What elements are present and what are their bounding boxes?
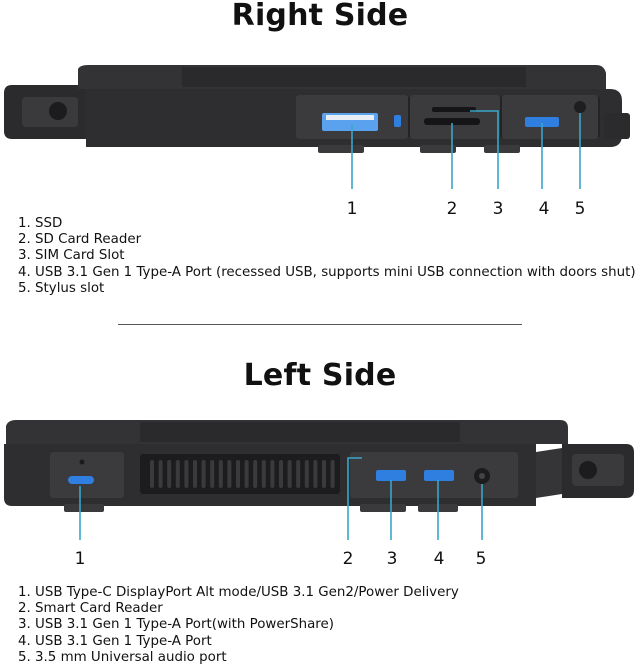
vent-slot [304, 460, 309, 488]
vent-slot [158, 460, 163, 488]
vent-slot [322, 460, 326, 488]
legend-item: 3. SIM Card Slot [18, 248, 125, 264]
callout-number: 4 [539, 199, 550, 219]
legend-item: 1. SSD [18, 216, 63, 231]
callout-number: 4 [434, 549, 445, 569]
callout-number: 2 [343, 549, 354, 569]
callout-lines-left [79, 457, 483, 540]
vent-slot [175, 460, 180, 488]
vent-slot [184, 460, 189, 488]
lid-panel-right [182, 67, 526, 87]
callout-number: 1 [347, 199, 358, 219]
legend-item: 5. 3.5 mm Universal audio port [18, 649, 227, 665]
left-side-title: Left Side [243, 358, 397, 393]
usb-stylus-bay [502, 95, 598, 139]
legend-item: 2. SD Card Reader [18, 232, 142, 248]
left-side-figure: 1 2 3 4 5 [0, 410, 640, 575]
vent-slot [253, 460, 258, 488]
right-side-legend: 1. SSD 2. SD Card Reader 3. SIM Card Slo… [18, 216, 636, 297]
vent-slot [287, 460, 292, 488]
callout-lines-right [351, 110, 581, 189]
vent-slot [244, 460, 249, 488]
right-side-figure: 1 2 3 4 5 [0, 55, 640, 225]
section-divider [118, 324, 522, 325]
sd-sim-bay [410, 95, 500, 139]
callout-number: 3 [493, 199, 504, 219]
callout-number: 2 [447, 199, 458, 219]
vent-slot [261, 460, 266, 488]
ssd-bay [296, 95, 408, 139]
legend-item: 3. USB 3.1 Gen 1 Type-A Port(with PowerS… [18, 617, 334, 633]
legend-item: 1. USB Type-C DisplayPort Alt mode/USB 3… [18, 585, 459, 600]
vent-slot [201, 460, 206, 488]
vent-slot [210, 460, 215, 488]
callout-number: 5 [476, 549, 487, 569]
callout-number: 3 [387, 549, 398, 569]
vent-slot [218, 460, 223, 488]
vent-slot [313, 460, 318, 488]
legend-item: 5. Stylus slot [18, 280, 105, 296]
left-side-legend: 1. USB Type-C DisplayPort Alt mode/USB 3… [18, 585, 459, 666]
carry-handle-left [536, 444, 634, 498]
vent-slot [167, 460, 172, 488]
vent-slot [330, 460, 335, 488]
legend-item: 4. USB 3.1 Gen 1 Type-A Port (recessed U… [18, 264, 636, 280]
legend-item: 2. Smart Card Reader [18, 601, 163, 617]
vent-slots [150, 460, 335, 488]
right-side-title: Right Side [231, 0, 409, 33]
callout-number: 1 [75, 549, 86, 569]
vent-slot [227, 460, 232, 488]
legend-item: 4. USB 3.1 Gen 1 Type-A Port [18, 633, 212, 649]
usb-c-bay [50, 452, 124, 498]
lid-panel-left [140, 422, 460, 442]
callout-number: 5 [575, 199, 586, 219]
vent-slot [236, 460, 240, 488]
right-side-laptop-illustration: 1 2 3 4 5 [4, 65, 630, 219]
left-side-laptop-illustration: 1 2 3 4 5 [4, 420, 634, 569]
vent-slot [279, 460, 283, 488]
vent-slot [296, 460, 301, 488]
vent-slot [193, 460, 197, 488]
port-bay-left [350, 452, 518, 498]
vent-slot [150, 460, 154, 488]
vent-slot [270, 460, 275, 488]
